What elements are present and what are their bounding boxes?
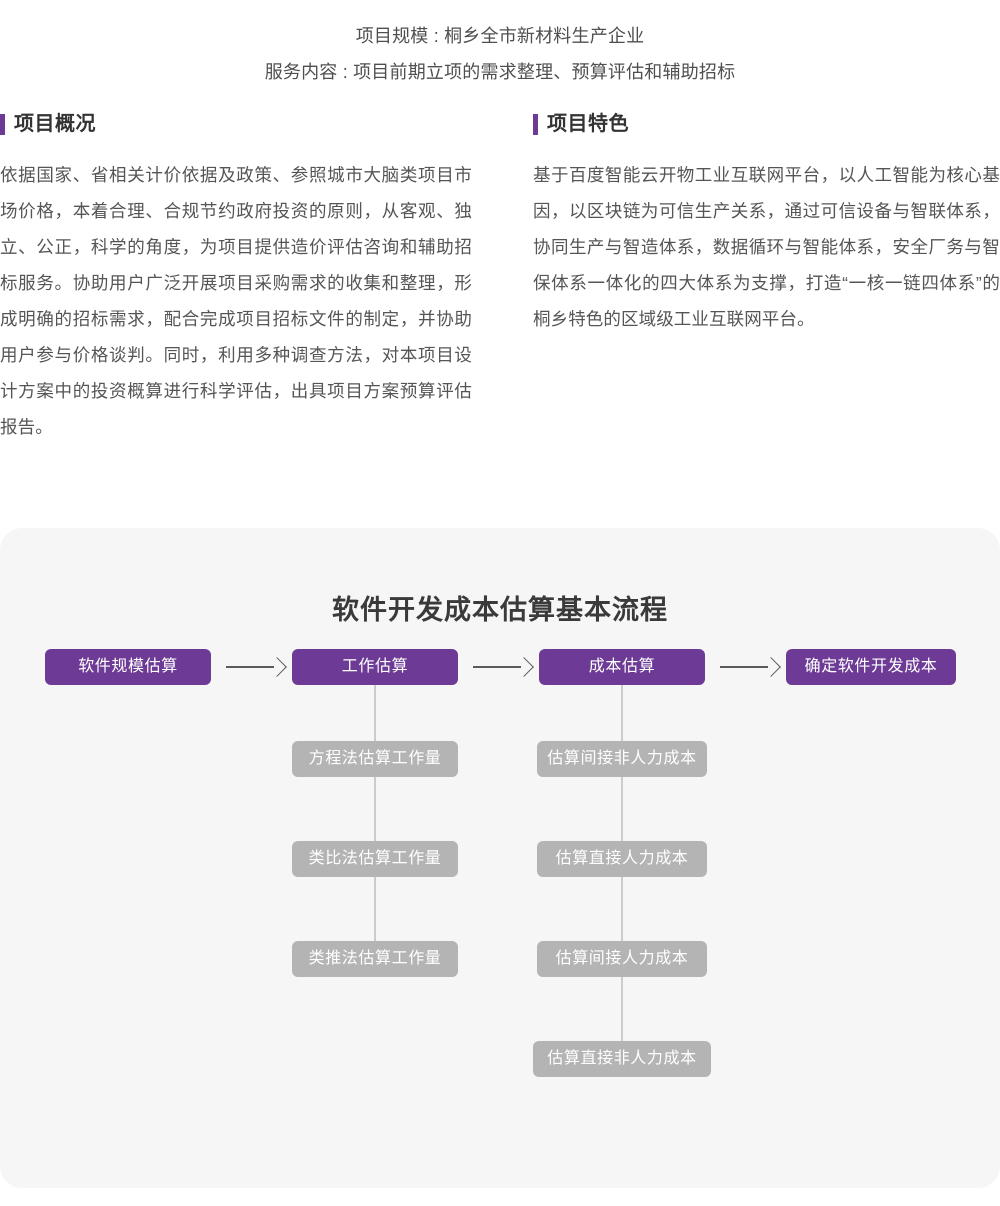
paragraph-features: 基于百度智能云开物工业互联网平台，以人工智能为核心基因，以区块链为可信生产关系，…: [533, 165, 1000, 329]
flow-subnode-stage3-1[interactable]: 估算间接非人力成本: [537, 741, 707, 777]
arrow-shaft: [473, 666, 521, 668]
connector-line-stage2-a: [374, 685, 376, 741]
flow-subnode-stage2-2[interactable]: 类比法估算工作量: [292, 841, 458, 877]
arrow-head-icon: [514, 657, 534, 677]
flow-node-stage-1[interactable]: 软件规模估算: [45, 649, 211, 685]
column-project-features: 项目特色 基于百度智能云开物工业互联网平台，以人工智能为核心基因，以区块链为可信…: [500, 114, 1000, 337]
flow-arrow-3: [720, 657, 781, 677]
section-heading-overview: 项目概况: [0, 114, 472, 135]
arrow-head-icon: [267, 657, 287, 677]
page-header: 项目规模 : 桐乡全市新材料生产企业 服务内容 : 项目前期立项的需求整理、预算…: [0, 0, 1000, 90]
section-heading-features: 项目特色: [533, 114, 1000, 135]
content-columns: 项目概况 依据国家、省相关计价依据及政策、参照城市大脑类项目市场价格，本着合理、…: [0, 114, 1000, 445]
flow-arrow-2: [473, 657, 534, 677]
flow-diagram-title: 软件开发成本估算基本流程: [332, 595, 668, 625]
arrow-shaft: [226, 666, 274, 668]
section-bar-icon: [0, 114, 5, 135]
flow-subnode-stage2-1[interactable]: 方程法估算工作量: [292, 741, 458, 777]
flow-node-stage-4[interactable]: 确定软件开发成本: [786, 649, 956, 685]
flow-subnode-stage3-3[interactable]: 估算间接人力成本: [537, 941, 707, 977]
connector-line-stage2-c: [374, 877, 376, 941]
flow-diagram-card: 软件开发成本估算基本流程 软件规模估算 工作估算 成本估算 确定软件开发成本: [0, 528, 1000, 1188]
header-line-scale: 项目规模 : 桐乡全市新材料生产企业: [355, 26, 645, 46]
flow-arrow-1: [226, 657, 287, 677]
paragraph-overview: 依据国家、省相关计价依据及政策、参照城市大脑类项目市场价格，本着合理、合规节约政…: [0, 165, 472, 437]
arrow-shaft: [720, 666, 768, 668]
connector-line-stage2-b: [374, 777, 376, 841]
connector-line-stage3-d: [621, 977, 623, 1041]
arrow-head-icon: [761, 657, 781, 677]
section-title-features: 项目特色: [547, 113, 629, 135]
connector-line-stage3-b: [621, 777, 623, 841]
connector-line-stage3-a: [621, 685, 623, 741]
header-line-service: 服务内容 : 项目前期立项的需求整理、预算评估和辅助招标: [264, 62, 736, 82]
flow-subnode-stage3-2[interactable]: 估算直接人力成本: [537, 841, 707, 877]
flow-subnode-stage3-4[interactable]: 估算直接非人力成本: [533, 1041, 711, 1077]
section-title-overview: 项目概况: [14, 113, 96, 135]
flow-subnode-stage2-3[interactable]: 类推法估算工作量: [292, 941, 458, 977]
connector-line-stage3-c: [621, 877, 623, 941]
flow-node-stage-3[interactable]: 成本估算: [539, 649, 705, 685]
flow-node-stage-2[interactable]: 工作估算: [292, 649, 458, 685]
section-bar-icon: [533, 114, 538, 135]
flow-diagram-canvas: 软件规模估算 工作估算 成本估算 确定软件开发成本 方程法估算工作量 类比法估算…: [0, 649, 1000, 1169]
column-project-overview: 项目概况 依据国家、省相关计价依据及政策、参照城市大脑类项目市场价格，本着合理、…: [0, 114, 500, 445]
